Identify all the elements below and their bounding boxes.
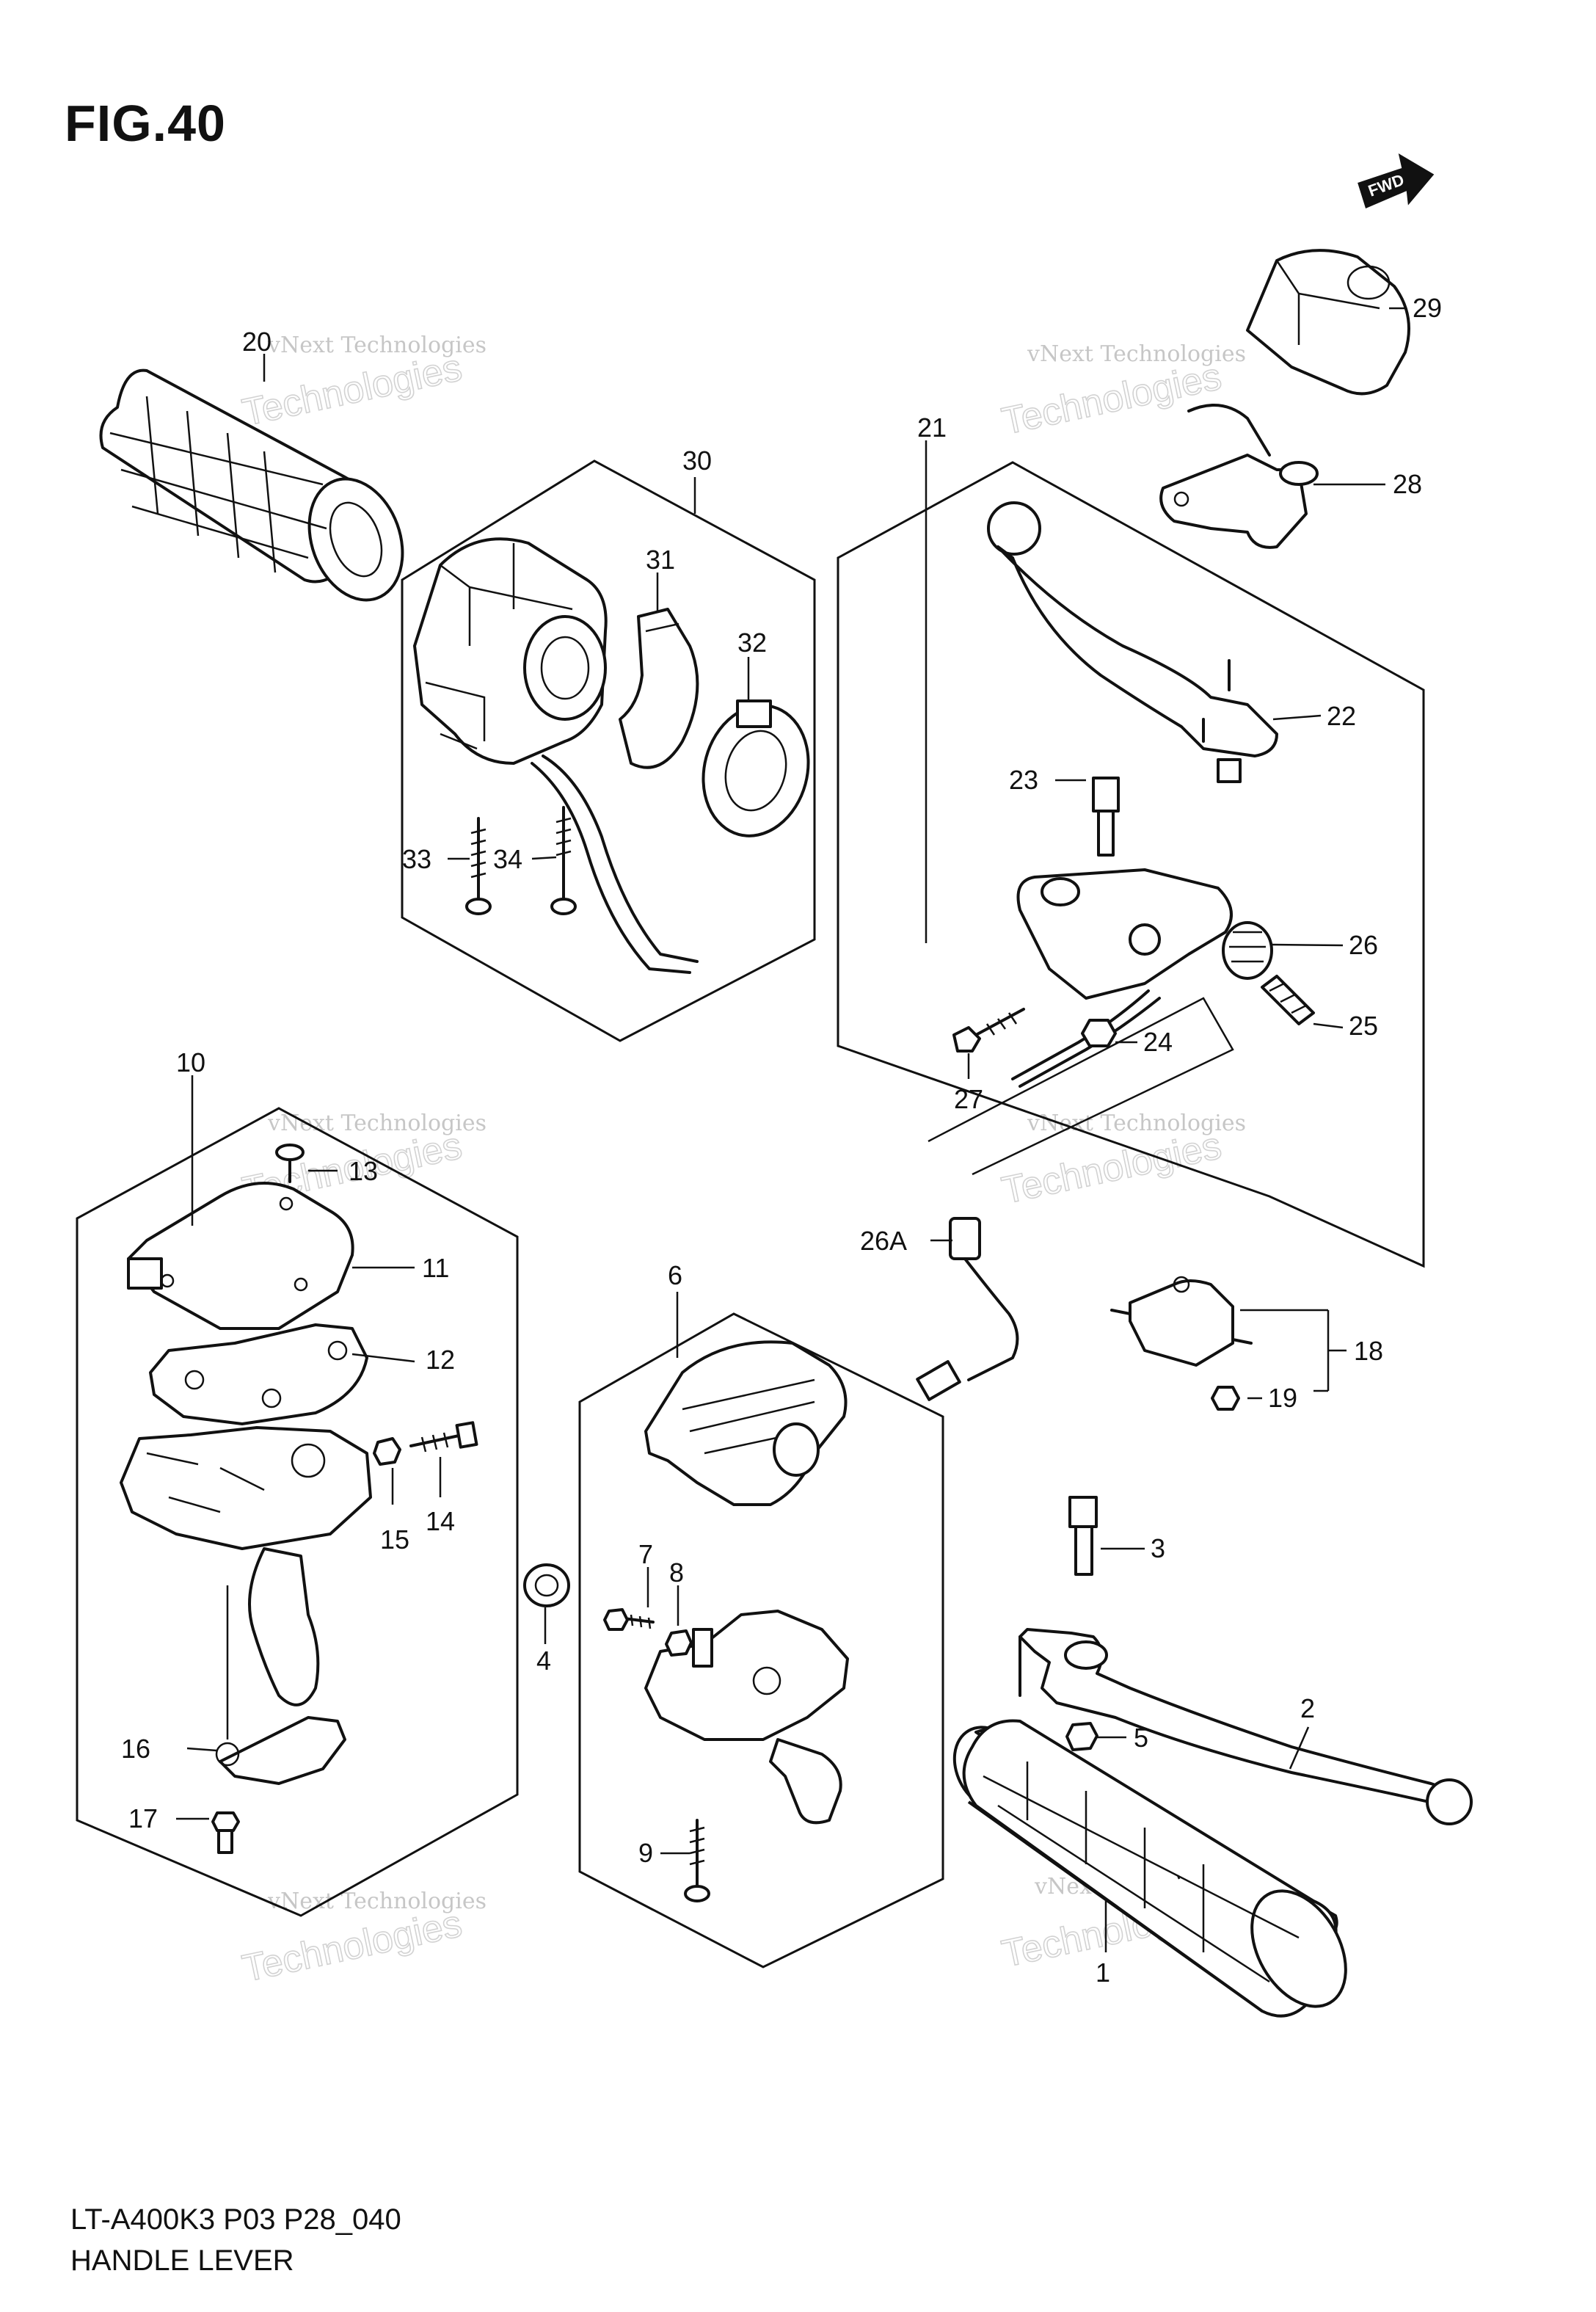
brake-lever-part-2: [1019, 1628, 1473, 1825]
cover-part-29: [1246, 249, 1410, 396]
cover-part-6: [644, 1340, 848, 1506]
screw-part-7: [603, 1608, 655, 1631]
frame-switch-assembly-30: [401, 459, 816, 1042]
bolt-part-3: [1068, 1496, 1098, 1576]
bracket-part-28: [1159, 404, 1319, 549]
frame-clutch-assembly-21: [837, 461, 1425, 1268]
watermark: vNext Technologies Technologies: [998, 1110, 1246, 1213]
callout-24: 24: [1143, 1027, 1173, 1057]
callout-10: 10: [176, 1047, 205, 1077]
callout-30: 30: [682, 446, 712, 476]
callout-1: 1: [1096, 1957, 1110, 1988]
callout-18: 18: [1354, 1336, 1383, 1366]
callout-28: 28: [1393, 469, 1422, 499]
callout-26a: 26A: [860, 1226, 907, 1256]
callout-labels: 1 2 3 4 5 6 7 8 9 10 11 12 13 14 15 16 1…: [121, 293, 1442, 1988]
section-title: HANDLE LEVER: [70, 2244, 294, 2277]
bolt-part-14: [409, 1421, 478, 1453]
callout-23: 23: [1009, 765, 1038, 795]
callout-2: 2: [1300, 1693, 1315, 1723]
watermark: vNext Technologies Technologies: [998, 341, 1246, 444]
nut-part-8: [665, 1629, 693, 1657]
bolt-part-23: [1092, 777, 1120, 857]
svg-text:vNext Technologies: vNext Technologies: [267, 1889, 487, 1914]
svg-text:vNext Technologies: vNext Technologies: [1027, 341, 1246, 367]
collar-part-32: [702, 699, 810, 837]
bolt-part-25: [1261, 975, 1315, 1025]
svg-text:Technologies: Technologies: [998, 355, 1225, 443]
screw-part-33: [465, 817, 492, 915]
callout-13: 13: [349, 1156, 378, 1186]
callout-31: 31: [646, 545, 675, 575]
callout-11: 11: [422, 1253, 449, 1283]
callout-26: 26: [1349, 930, 1378, 960]
callout-7: 7: [638, 1539, 653, 1569]
collar-part-4: [523, 1563, 570, 1607]
callout-33: 33: [402, 844, 431, 874]
grip-right-part-1: [952, 1719, 1347, 2018]
throttle-case-part-10: [120, 1426, 372, 1706]
cable-guide-part-16: [215, 1716, 346, 1785]
screw-part-17: [211, 1811, 240, 1854]
callout-15: 15: [380, 1524, 409, 1555]
cover-part-11: [127, 1182, 354, 1330]
callout-12: 12: [426, 1345, 455, 1375]
frame-throttle-assembly-10: [76, 1107, 519, 1917]
callout-22: 22: [1327, 701, 1356, 731]
watermark: vNext Technologies Technologies: [238, 1889, 487, 1991]
callout-17: 17: [128, 1803, 158, 1833]
leader-lines: [176, 307, 1405, 1952]
switch-assembly-part-30: [413, 537, 699, 974]
callout-29: 29: [1413, 293, 1442, 323]
frame-brake-cover-assembly-6: [578, 1312, 944, 1969]
callout-20: 20: [242, 327, 272, 357]
clutch-holder-part-21: [1011, 868, 1233, 1088]
brake-switch-part-18: [1110, 1276, 1253, 1367]
callout-3: 3: [1151, 1533, 1165, 1563]
svg-text:vNext Technologies: vNext Technologies: [267, 332, 487, 358]
clutch-lever-part-22: [987, 501, 1278, 783]
watermark: vNext Technologies Technologies: [238, 332, 487, 435]
fwd-arrow-icon: FWD: [1358, 153, 1435, 209]
figure-title: FIG.40: [65, 95, 226, 152]
callout-21: 21: [917, 412, 947, 443]
adjuster-part-26: [1222, 921, 1273, 980]
callout-14: 14: [426, 1506, 455, 1536]
grip-left-part-20: [99, 368, 404, 602]
base-part-6-lower: [644, 1610, 849, 1825]
nut-part-15: [373, 1437, 401, 1466]
switch-wire-part-26a: [916, 1217, 1019, 1401]
callout-16: 16: [121, 1734, 150, 1764]
callout-5: 5: [1134, 1723, 1148, 1753]
model-code: LT-A400K3 P03 P28_040: [70, 2203, 401, 2236]
callout-19: 19: [1268, 1383, 1297, 1413]
screw-part-34: [550, 806, 577, 915]
bolt-part-27: [952, 1008, 1025, 1053]
callout-34: 34: [493, 844, 522, 874]
gasket-part-12: [149, 1323, 368, 1425]
callout-8: 8: [669, 1557, 684, 1588]
screw-part-13: [275, 1144, 305, 1183]
callout-6: 6: [668, 1260, 682, 1290]
callout-27: 27: [954, 1084, 983, 1114]
nut-part-5: [1065, 1722, 1098, 1751]
screw-part-19: [1211, 1386, 1240, 1411]
svg-text:vNext Technologies: vNext Technologies: [267, 1110, 487, 1136]
clamp-part-31: [619, 608, 699, 769]
callout-4: 4: [536, 1646, 551, 1676]
screw-part-9: [684, 1819, 710, 1902]
svg-text:Technologies: Technologies: [238, 346, 465, 435]
nut-part-24: [1081, 1019, 1117, 1047]
callout-9: 9: [638, 1838, 653, 1868]
callout-25: 25: [1349, 1011, 1378, 1041]
svg-text:Technologies: Technologies: [238, 1902, 465, 1991]
callout-32: 32: [737, 628, 767, 658]
